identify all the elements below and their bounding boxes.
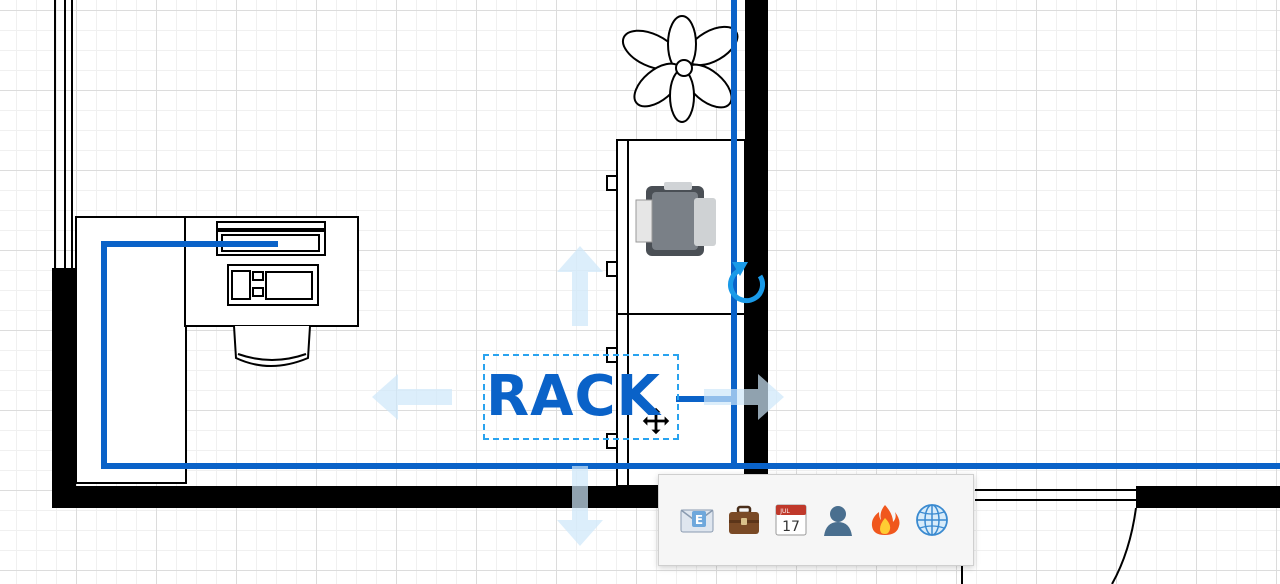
briefcase-icon[interactable]	[724, 501, 763, 540]
svg-text:JUL: JUL	[779, 508, 790, 515]
rack-label[interactable]: RACK	[486, 364, 661, 429]
calendar-icon[interactable]: JUL 17	[771, 501, 810, 540]
move-handles[interactable]	[372, 246, 784, 546]
bottom-wall	[52, 486, 768, 508]
workstation[interactable]	[75, 216, 359, 484]
handle-left-arrow[interactable]	[372, 374, 452, 420]
handle-down-arrow[interactable]	[557, 466, 603, 546]
walls	[52, 0, 1280, 584]
plant-icon[interactable]	[617, 15, 744, 123]
svg-text:17: 17	[782, 519, 800, 535]
left-wall	[52, 268, 76, 508]
monitor-stand	[216, 221, 326, 230]
right-wall	[745, 0, 768, 508]
rotate-handle-icon[interactable]	[728, 262, 765, 304]
connector-desk[interactable]	[101, 241, 1280, 469]
keyboard-right	[265, 271, 313, 300]
office-chair-back	[237, 353, 307, 361]
keyboard-key-b	[252, 287, 264, 297]
cabinet-handle-2	[606, 261, 618, 277]
office-chair	[233, 325, 311, 367]
fire-icon[interactable]	[865, 501, 904, 540]
cabinet-handle-4	[606, 433, 618, 449]
desk-left	[75, 216, 187, 484]
keyboard-left	[231, 270, 251, 300]
door-swing-arc	[1111, 507, 1137, 584]
handle-up-arrow[interactable]	[557, 246, 603, 326]
handle-right-arrow[interactable]	[704, 374, 784, 420]
contact-icon[interactable]	[818, 501, 857, 540]
right-bottom-wall	[1136, 486, 1280, 508]
printer-icon[interactable]	[635, 182, 716, 256]
move-cursor-icon	[641, 406, 671, 436]
keyboard-key-a	[252, 271, 264, 281]
selection-box[interactable]	[483, 354, 679, 440]
svg-text:E: E	[694, 513, 702, 527]
mail-icon[interactable]: E	[677, 501, 716, 540]
app-launcher-popup: E JUL 17	[658, 474, 974, 566]
globe-icon[interactable]	[912, 501, 951, 540]
cabinet-handle-1	[606, 175, 618, 191]
